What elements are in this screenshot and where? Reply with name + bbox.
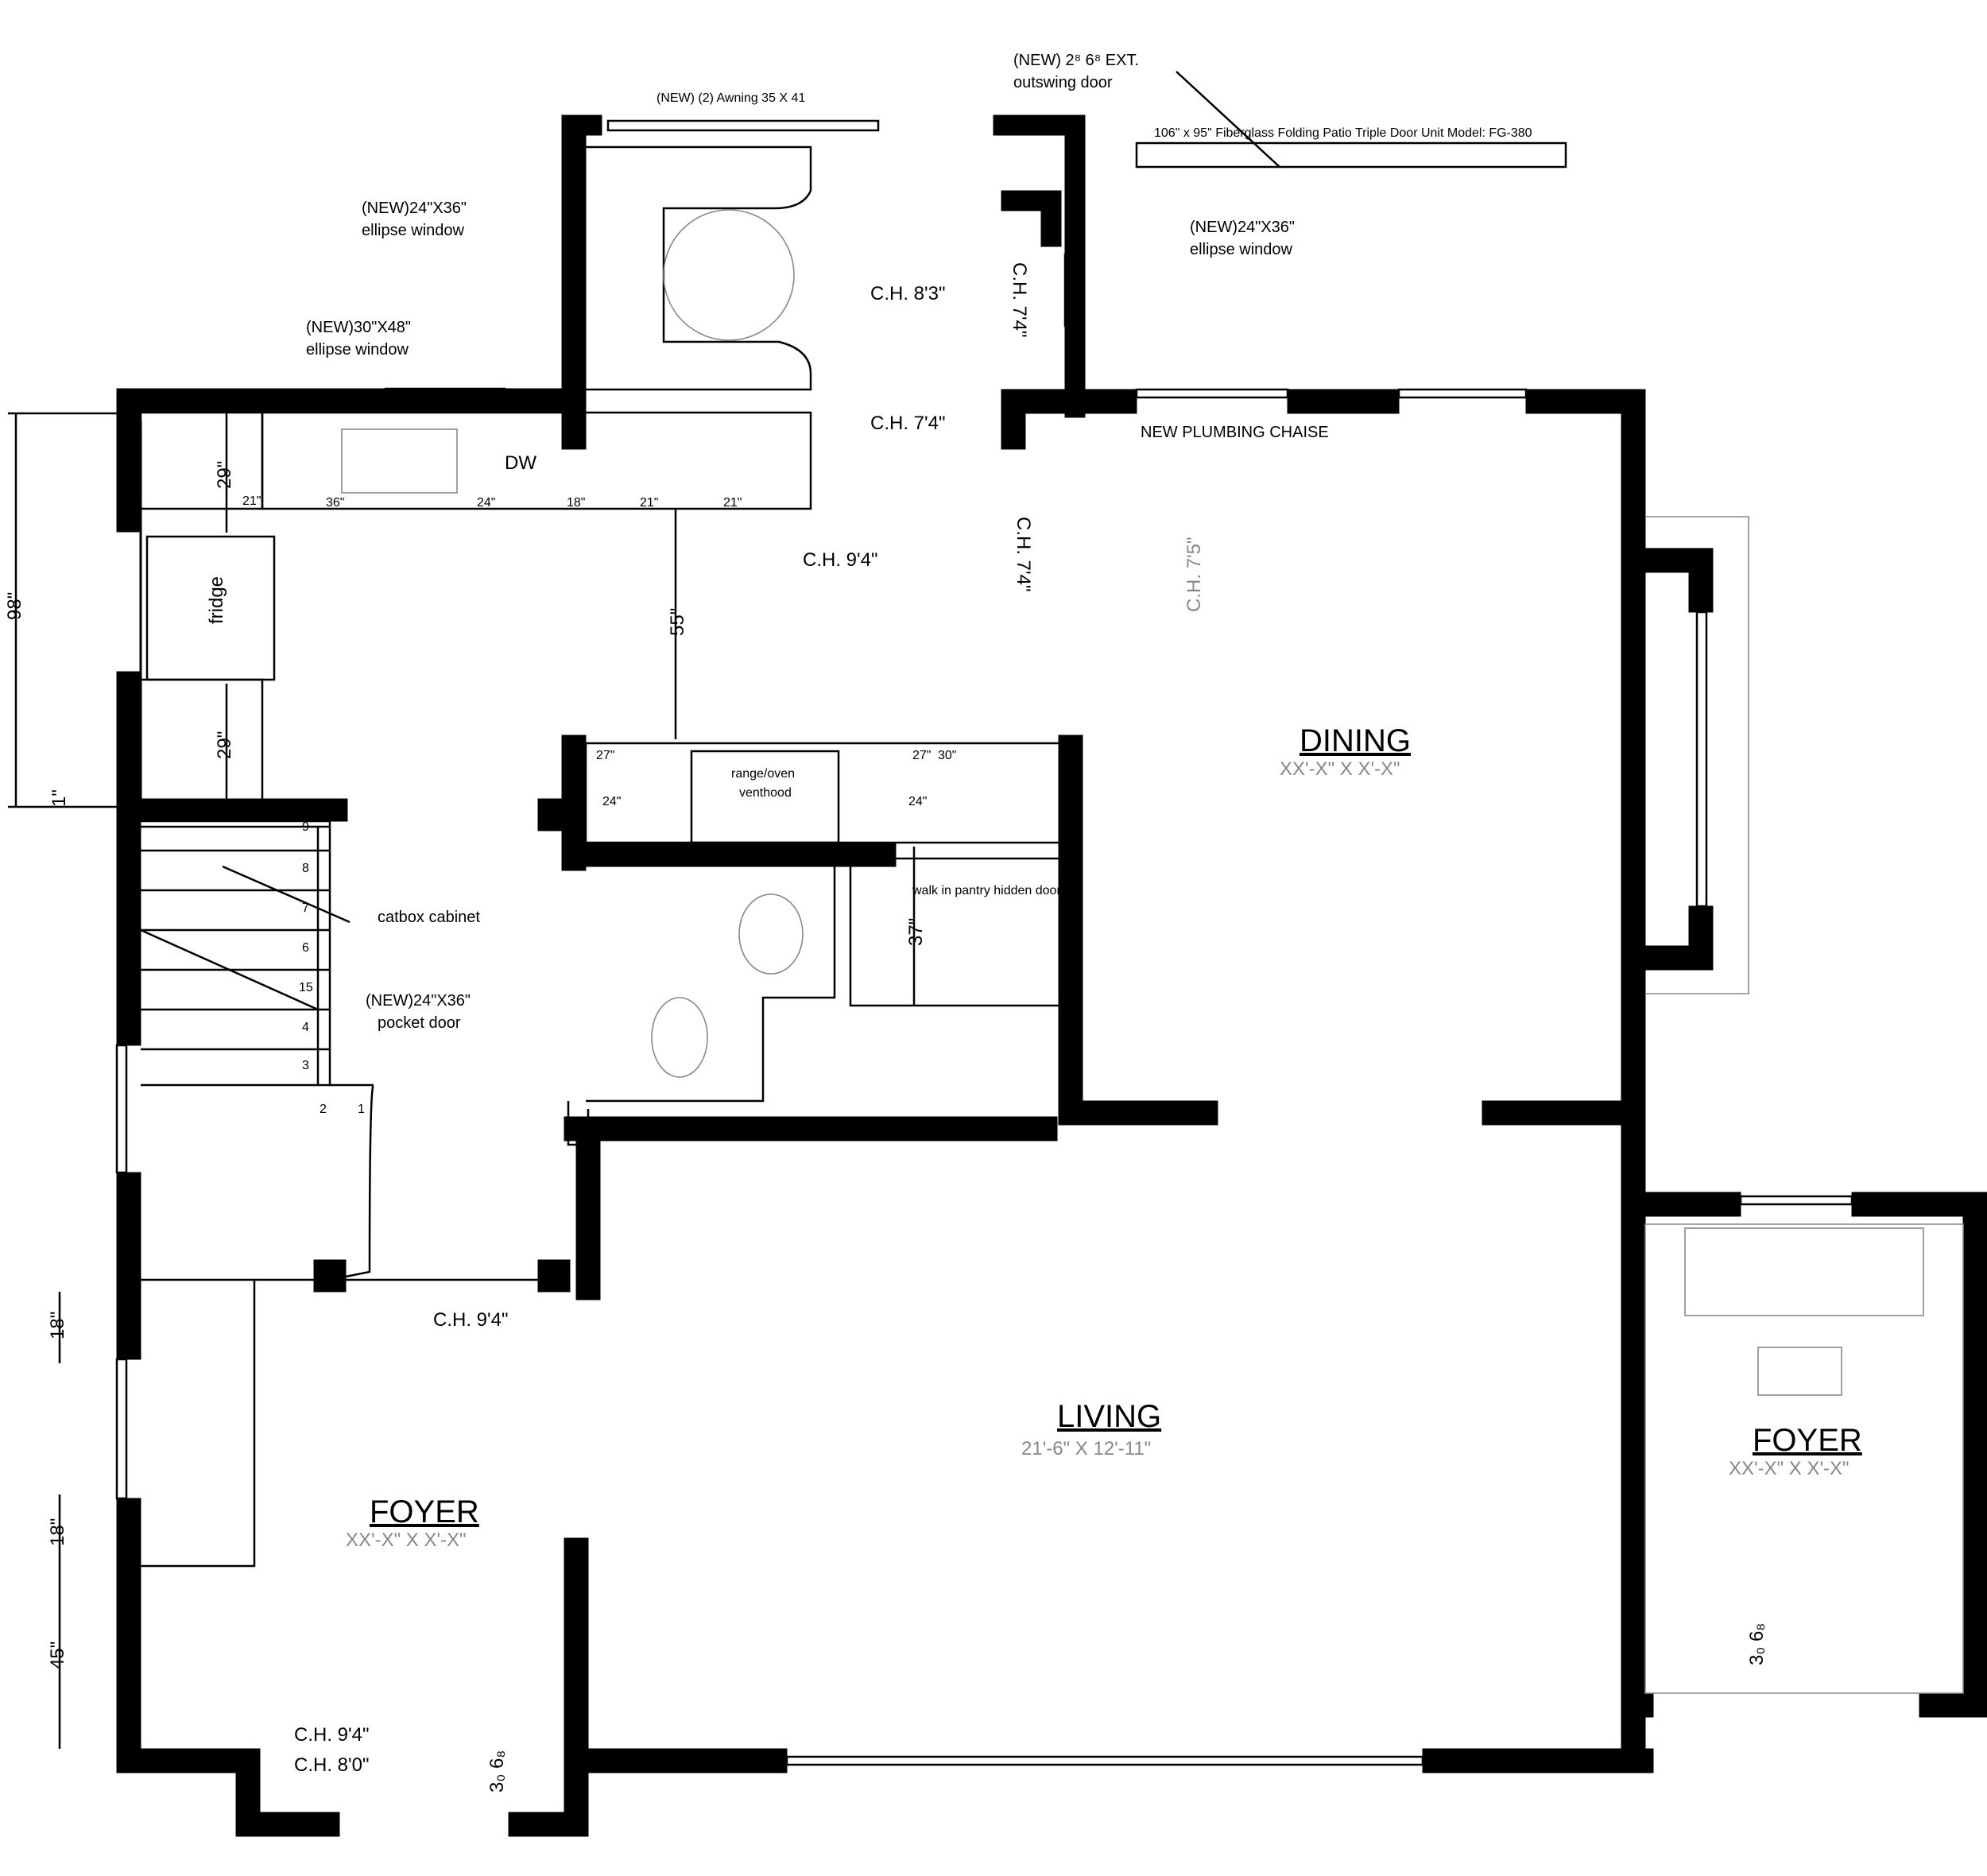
- pocket-door-l1: (NEW)24"X36": [366, 992, 471, 1010]
- piano: [1684, 1227, 1924, 1316]
- ellipse-30-l1: (NEW)30"X48": [306, 319, 411, 336]
- bench: [1757, 1347, 1842, 1396]
- dim-18b: 18": [47, 1518, 68, 1546]
- ellipse-left-l2: ellipse window: [362, 222, 465, 239]
- stair-number: 6: [302, 941, 309, 955]
- catbox-note: catbox cabinet: [378, 909, 480, 926]
- stair-number: 1: [358, 1103, 365, 1116]
- stair-number: 15: [299, 981, 313, 994]
- ch-foyer-bot1: C.H. 9'4": [294, 1724, 369, 1746]
- room-foyer-left-name: FOYER: [370, 1494, 479, 1529]
- cab-18: 18": [567, 496, 585, 510]
- door-tag-right: 3₀ 6₈: [1746, 1623, 1768, 1665]
- staircase: [140, 825, 351, 1085]
- sink-basin: [738, 893, 804, 975]
- toilet: [651, 997, 708, 1078]
- dim-45: 45": [47, 1642, 68, 1669]
- cabinet-labels: 21" 36" 24" 18" 21" 21" 27" 27" 30" 24" …: [242, 494, 956, 808]
- ch-foyer-top: C.H. 9'4": [433, 1309, 508, 1331]
- room-foyer-left-dims: XX'-X" X X'-X": [346, 1529, 467, 1551]
- dishwasher-label: DW: [505, 452, 536, 474]
- dimension-lines: [8, 412, 916, 1749]
- stair-numbers: 9 8 7 6 15 4 3 2 1: [299, 820, 365, 1116]
- ch-entry-side: C.H. 7'4": [1009, 262, 1030, 337]
- stair-number: 2: [320, 1103, 327, 1116]
- stair-number: 9: [302, 820, 309, 834]
- awning-note: (NEW) (2) Awning 35 X 41: [657, 91, 805, 105]
- sink: [341, 428, 458, 494]
- cab-30: 30": [938, 749, 956, 762]
- cab-24c: 24": [908, 795, 927, 808]
- cab-27b: 27": [912, 749, 931, 762]
- ch-entry: C.H. 8'3": [870, 283, 945, 304]
- dim-98: 98": [4, 592, 25, 620]
- pocket-door-l2: pocket door: [378, 1014, 461, 1032]
- cab-24a: 24": [477, 496, 495, 510]
- stair-number: 7: [302, 901, 309, 915]
- plumbing-note: NEW PLUMBING CHAISE: [1141, 424, 1329, 441]
- dimension-labels: 98" 29" 29" 1" 55" 37" 18" 18" 45": [4, 461, 927, 1669]
- dim-55: 55": [667, 608, 688, 636]
- dim-29b: 29": [214, 731, 235, 759]
- range-l1: range/oven: [731, 767, 795, 781]
- fixtures: [341, 428, 1924, 1396]
- ellipse-left-l1: (NEW)24"X36": [362, 200, 467, 217]
- door-tag-left: 3₀ 6₈: [486, 1750, 508, 1793]
- door-tags: 3₀ 6₈ 3₀ 6₈: [486, 1623, 1768, 1793]
- stair-number: 3: [302, 1059, 309, 1072]
- room-dining-name: DINING: [1299, 723, 1411, 758]
- ch-corridor: C.H. 7'4": [1013, 517, 1034, 591]
- ellipse-right-l2: ellipse window: [1190, 241, 1293, 258]
- ch-dining: C.H. 7'5": [1183, 537, 1205, 612]
- exterior-walls: [116, 114, 1987, 1837]
- stair-number: 4: [302, 1021, 309, 1034]
- cab-21a: 21": [242, 494, 261, 508]
- room-foyer-right-name: FOYER: [1753, 1423, 1862, 1458]
- pantry-note: walk in pantry hidden door: [912, 884, 1061, 897]
- ch-hall: C.H. 7'4": [870, 413, 945, 434]
- cab-36: 36": [326, 496, 344, 510]
- ceiling-heights: C.H. 8'3" C.H. 7'4" C.H. 7'4" C.H. 9'4" …: [294, 262, 1205, 1776]
- room-dining-dims: XX'-X" X X'-X": [1280, 758, 1400, 780]
- ext-door-note-l1: (NEW) 2⁸ 6⁸ EXT.: [1013, 52, 1139, 69]
- ellipse-30-l2: ellipse window: [306, 341, 409, 359]
- stair-number: 8: [302, 862, 309, 875]
- interior-lines: [139, 145, 1964, 1694]
- ch-foyer-bot2: C.H. 8'0": [294, 1754, 369, 1776]
- annotations: (NEW) (2) Awning 35 X 41 (NEW) 2⁸ 6⁸ EXT…: [206, 52, 1532, 1032]
- cab-27a: 27": [596, 749, 614, 762]
- range-l2: venthood: [739, 786, 792, 800]
- ext-door-note-l2: outswing door: [1013, 74, 1113, 91]
- dim-29a: 29": [214, 461, 235, 489]
- cab-21b: 21": [640, 496, 658, 510]
- dim-1: 1": [48, 789, 70, 807]
- room-labels: DINING XX'-X" X X'-X" LIVING 21'-6" X 12…: [346, 723, 1862, 1551]
- fridge-label: fridge: [206, 576, 227, 624]
- cab-24b: 24": [602, 795, 621, 808]
- windows: [115, 71, 1853, 1766]
- dim-37: 37": [905, 918, 927, 946]
- dim-18a: 18": [47, 1312, 68, 1339]
- room-living-name: LIVING: [1057, 1399, 1161, 1434]
- room-foyer-right-dims: XX'-X" X X'-X": [1729, 1458, 1849, 1479]
- ellipse-right-l1: (NEW)24"X36": [1190, 219, 1295, 236]
- room-living-dims: 21'-6" X 12'-11": [1021, 1438, 1151, 1459]
- patio-door-note: 106" x 95" Fiberglass Folding Patio Trip…: [1154, 126, 1532, 140]
- cab-21c: 21": [723, 496, 742, 510]
- ch-kitchen: C.H. 9'4": [803, 549, 877, 571]
